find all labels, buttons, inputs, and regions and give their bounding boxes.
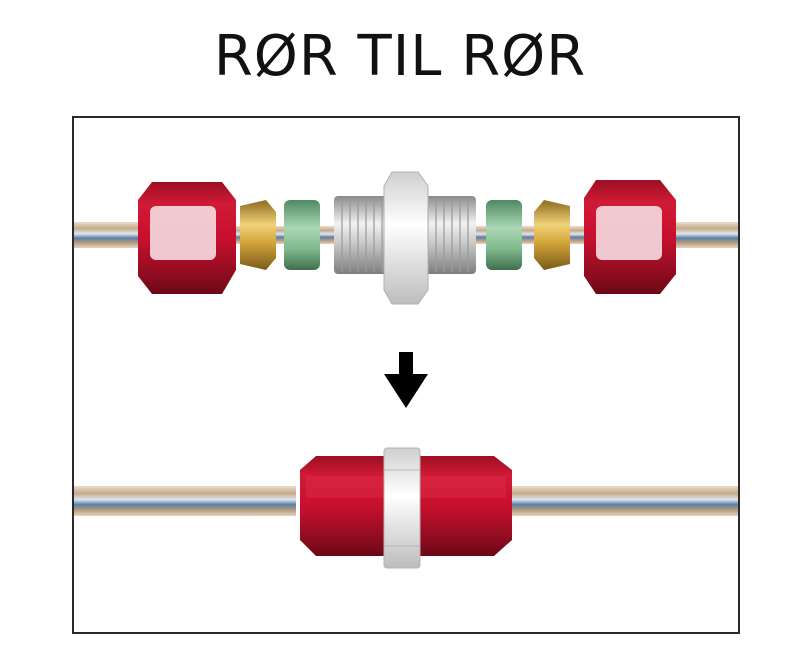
red-nut-assembled-left [300, 456, 384, 556]
red-nut-right [584, 180, 676, 294]
assembled-assembly [74, 447, 738, 569]
brass-ferrule-left [240, 200, 276, 270]
silver-union-body [334, 171, 476, 305]
red-nut-left [138, 182, 236, 294]
brass-ferrule-right [534, 200, 570, 270]
tube-assembled-left [74, 486, 296, 516]
page-title: RØR TIL RØR [213, 24, 587, 89]
tube-assembled-right [510, 486, 738, 516]
green-ring-right [486, 200, 522, 270]
arrow-down-icon [384, 352, 428, 408]
disassembled-assembly [74, 171, 738, 305]
white-center-nut [383, 447, 421, 569]
red-nut-assembled-right [420, 456, 512, 556]
green-ring-left [284, 200, 320, 270]
